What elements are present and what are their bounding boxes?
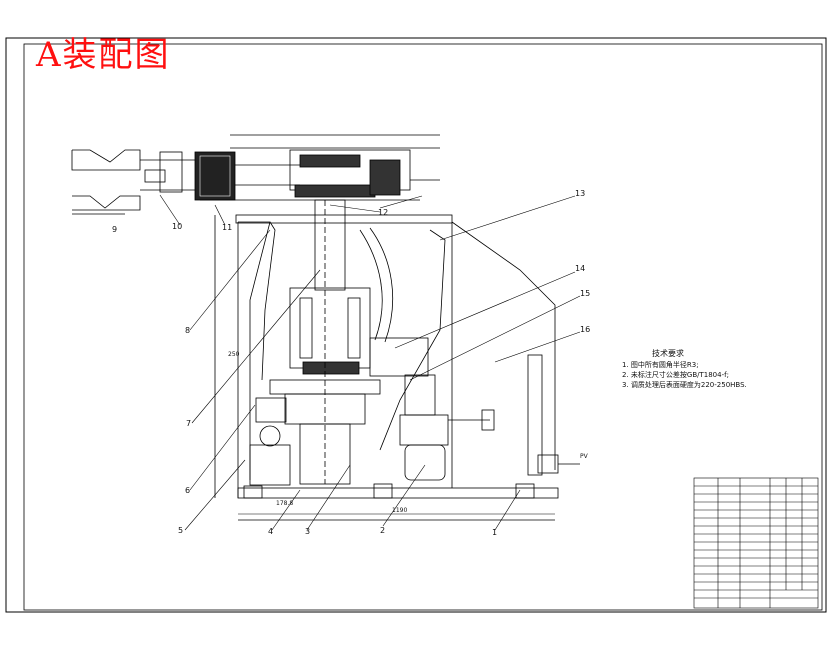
part-label-15: 15 — [580, 289, 590, 298]
tech-req-item-1: 1. 图中所有圆角半径R3; — [622, 361, 699, 369]
tech-req-title: 技术要求 — [652, 349, 684, 358]
part-label-1: 1 — [492, 528, 497, 537]
inner-border — [23, 43, 823, 611]
part-labels: 1 2 3 4 5 6 7 8 9 10 11 12 13 14 15 16 — [112, 189, 590, 537]
part-label-10: 10 — [172, 222, 182, 231]
part-label-3: 3 — [305, 527, 310, 536]
main-frame — [214, 214, 559, 521]
part-label-2: 2 — [380, 526, 385, 535]
part-label-5: 5 — [178, 526, 183, 535]
drawing-title: A装配图 — [36, 35, 171, 75]
dim-height-left: 250 — [228, 351, 240, 358]
part-label-4: 4 — [268, 527, 273, 536]
part-label-16: 16 — [580, 325, 590, 334]
gripper-mechanism — [71, 134, 440, 215]
lower-bracket — [243, 397, 535, 499]
part-label-12: 12 — [378, 208, 388, 217]
tech-req-item-3: 3. 调质处理后表面硬度为220-250HBS. — [622, 381, 747, 389]
part-label-9: 9 — [112, 225, 117, 234]
tech-req-item-2: 2. 未标注尺寸公差按GB/T1804-f; — [622, 371, 729, 379]
motor-pump — [369, 229, 580, 481]
dim-base-offset: 178.8 — [276, 500, 293, 507]
dim-overall-width: 1190 — [392, 507, 407, 514]
part-label-7: 7 — [186, 419, 191, 428]
dim-port: PV — [580, 453, 589, 460]
part-label-6: 6 — [185, 486, 190, 495]
leader-lines — [159, 194, 581, 531]
part-label-14: 14 — [575, 264, 585, 273]
dimension-labels: 1190 178.8 250 PV — [228, 351, 589, 514]
part-label-11: 11 — [222, 223, 232, 232]
part-label-8: 8 — [185, 326, 190, 335]
central-column — [269, 199, 394, 485]
outer-border — [5, 37, 827, 613]
title-block — [693, 477, 819, 609]
part-label-13: 13 — [575, 189, 585, 198]
